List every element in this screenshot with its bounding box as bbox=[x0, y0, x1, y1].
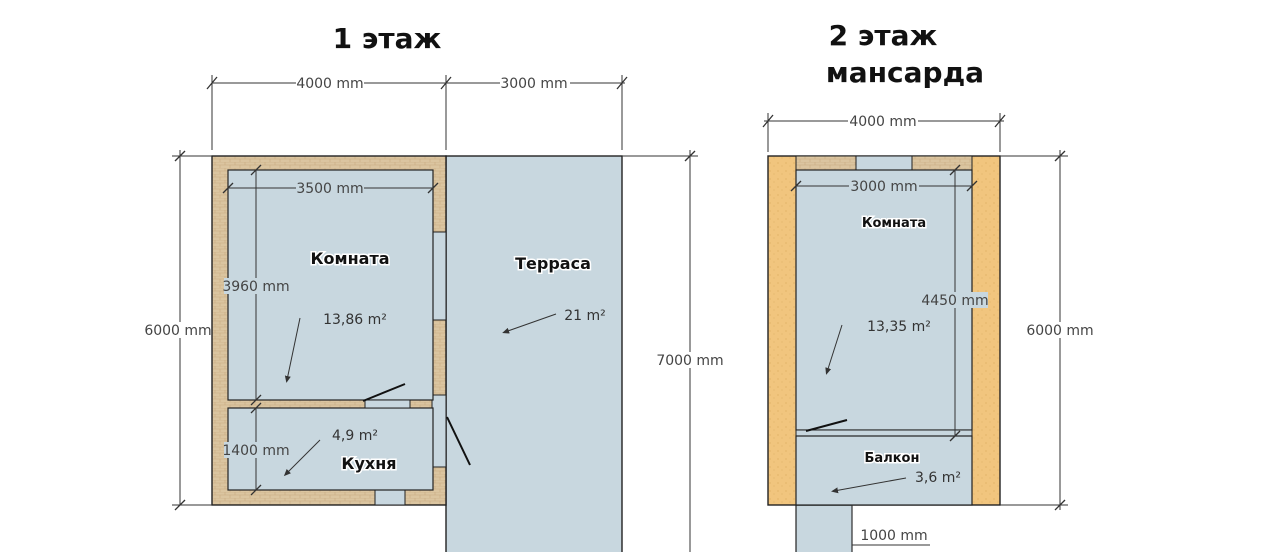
window bbox=[431, 231, 447, 321]
balcony-area bbox=[795, 435, 973, 506]
partition-wall bbox=[795, 429, 973, 437]
floor2-title-line1: 2 этаж bbox=[829, 19, 938, 52]
leader-arrow bbox=[825, 324, 843, 375]
floor1-left-dimension: 6000 mm bbox=[144, 150, 212, 511]
door-leaf bbox=[362, 383, 406, 402]
label-bg bbox=[224, 278, 290, 294]
dim-tick bbox=[174, 150, 186, 162]
dim-room-height: 3960 mm bbox=[222, 279, 289, 295]
dim-tick bbox=[1054, 499, 1066, 511]
kitchen-area: 4,9 m² bbox=[332, 428, 378, 444]
door-leaf bbox=[446, 416, 471, 466]
floor2-room-area: 13,35 m² bbox=[867, 319, 931, 335]
room-height-dimension: 3960 mm bbox=[222, 164, 290, 406]
dim-kitchen-height: 1400 mm bbox=[222, 443, 289, 459]
dim-tick bbox=[174, 499, 186, 511]
floor2-plan: 2 этаж мансарда 4000 mm bbox=[762, 17, 1094, 552]
dim-room-width: 3500 mm bbox=[296, 181, 363, 197]
window bbox=[855, 155, 913, 171]
door-leaf bbox=[805, 419, 848, 432]
dim-tick bbox=[1054, 150, 1066, 162]
terrace-label: Терраса bbox=[515, 254, 591, 273]
room-width-dimension: 3500 mm bbox=[222, 180, 439, 197]
label-bg bbox=[146, 322, 210, 338]
label-bg bbox=[849, 178, 919, 194]
floor2-title-line2: мансарда bbox=[826, 56, 984, 89]
leader-arrow bbox=[502, 313, 557, 334]
dim-top-right: 3000 mm bbox=[500, 76, 567, 92]
leader-arrow bbox=[283, 439, 321, 477]
leader-arrow bbox=[831, 477, 907, 494]
terrace-area-value: 21 m² bbox=[564, 308, 606, 324]
dim-floor2-right-height: 6000 mm bbox=[1026, 323, 1093, 339]
label-bg bbox=[224, 442, 290, 458]
floor2-room-label: Комната bbox=[862, 216, 926, 231]
dim-top-left: 4000 mm bbox=[296, 76, 363, 92]
label-bg bbox=[657, 352, 723, 368]
dim-tick bbox=[250, 394, 262, 406]
floor2-right-dimension: 6000 mm bbox=[1000, 150, 1094, 511]
dim-tick bbox=[994, 114, 1006, 128]
dim-tick bbox=[250, 484, 262, 496]
leader-arrow bbox=[284, 317, 301, 383]
window bbox=[431, 394, 447, 468]
dim-floor2-inner-height: 4450 mm bbox=[921, 293, 988, 309]
floor1-title: 1 этаж bbox=[333, 22, 442, 55]
floor1-top-dimensions: 4000 mm 3000 mm bbox=[206, 74, 628, 150]
window bbox=[374, 489, 406, 506]
dim-tick bbox=[206, 76, 218, 90]
label-bg bbox=[922, 292, 988, 308]
label-bg bbox=[296, 180, 364, 196]
floor1-plan: 1 этаж 4000 mm 3000 mm bbox=[144, 20, 724, 552]
room-label: Комната bbox=[310, 249, 389, 268]
dim-tick bbox=[427, 182, 439, 194]
dim-floor2-top: 4000 mm bbox=[849, 114, 916, 130]
balcony-label: Балкон bbox=[865, 451, 920, 466]
dim-tick bbox=[616, 76, 628, 90]
dim-tick bbox=[949, 164, 961, 176]
dim-tick bbox=[949, 430, 961, 442]
balcony-area-value: 3,6 m² bbox=[915, 470, 961, 486]
floor2-inner-width-dimension: 3000 mm bbox=[790, 178, 978, 195]
door-opening bbox=[364, 399, 411, 409]
label-bg bbox=[500, 74, 570, 90]
dim-tick bbox=[250, 164, 262, 176]
dim-tick bbox=[250, 402, 262, 414]
label-bg bbox=[848, 112, 918, 128]
floor2-top-dimension: 4000 mm bbox=[762, 112, 1006, 152]
dim-tick bbox=[966, 180, 978, 192]
dim-tick bbox=[440, 76, 452, 90]
label-bg bbox=[1027, 322, 1093, 338]
dim-tick bbox=[762, 114, 774, 128]
label-bg bbox=[858, 527, 928, 543]
dim-tick bbox=[790, 180, 802, 192]
dim-floor2-inner-width: 3000 mm bbox=[850, 179, 917, 195]
dim-tick bbox=[222, 182, 234, 194]
dim-left-height: 6000 mm bbox=[144, 323, 211, 339]
room-area: 13,86 m² bbox=[323, 312, 387, 328]
floor2-inner-height-dimension: 4450 mm bbox=[921, 164, 989, 442]
kitchen-label: Кухня bbox=[341, 454, 396, 473]
dim-right-height: 7000 mm bbox=[656, 353, 723, 369]
floor1-right-dimension: 7000 mm bbox=[622, 150, 724, 552]
balcony-extension bbox=[795, 504, 853, 552]
kitchen-height-dimension: 1400 mm bbox=[222, 402, 290, 496]
balcony-width-dimension: 1000 mm bbox=[851, 505, 930, 552]
dim-tick bbox=[684, 150, 696, 162]
label-bg bbox=[296, 74, 364, 90]
terrace-area bbox=[445, 155, 623, 552]
dim-balcony-width: 1000 mm bbox=[860, 528, 927, 544]
